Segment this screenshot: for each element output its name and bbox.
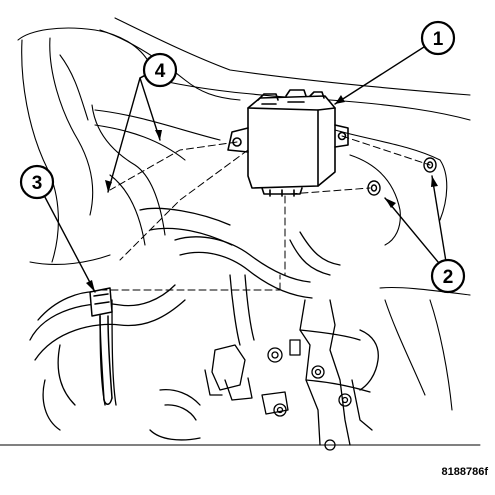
- body-panel-outlines: [0, 17, 481, 446]
- callout-1-circle: [420, 20, 456, 56]
- alignment-dash-lines: [99, 135, 431, 291]
- figure-code: 8188786f: [442, 466, 489, 478]
- harness-clip-icon: [89, 287, 113, 405]
- callout-4-circle: [142, 52, 178, 88]
- callout-2-circle: [430, 258, 466, 294]
- leader-lines: [36, 37, 449, 293]
- callout-4-label: 4: [155, 61, 166, 82]
- wire-harness-icon: [29, 207, 341, 441]
- callout-1-label: 1: [433, 29, 444, 50]
- leader-arrowheads: [86, 95, 438, 292]
- callout-3-circle: [19, 164, 55, 200]
- electronic-module-icon: [227, 89, 349, 197]
- callout-2-label: 2: [443, 267, 454, 288]
- callout-3-label: 3: [32, 173, 43, 194]
- lower-bracket-assembly: [204, 299, 379, 451]
